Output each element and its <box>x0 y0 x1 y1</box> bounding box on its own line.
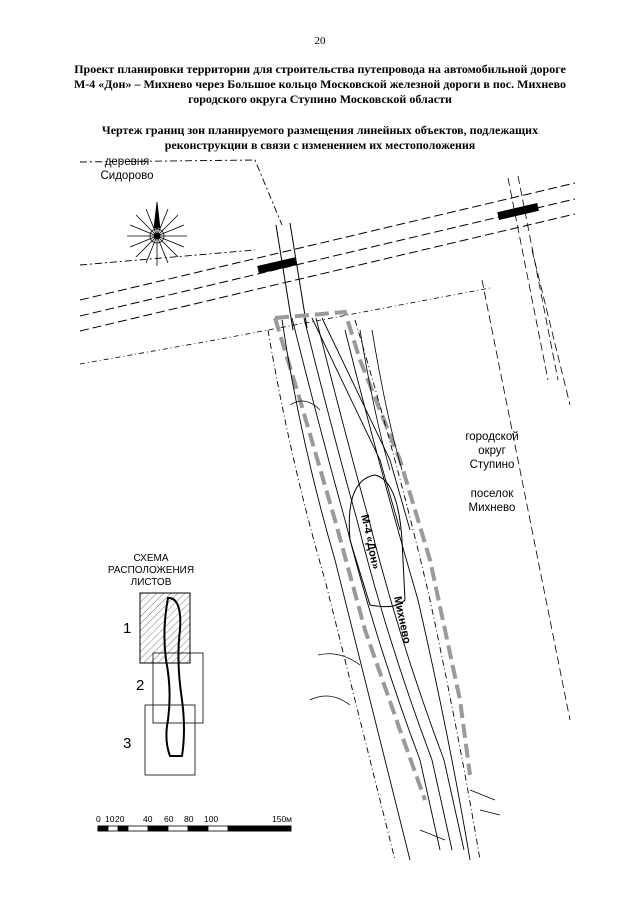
compass-rose-icon <box>127 201 187 266</box>
drawing-title: Чертеж границ зон планируемого размещени… <box>70 123 570 153</box>
title-line: М-4 «Дон» – Михнево через Большое кольцо… <box>73 77 567 91</box>
label-village: деревня Сидорово <box>100 156 154 182</box>
scale-label: 20 <box>115 814 125 824</box>
subtitle-line: Чертеж границ зон планируемого размещени… <box>101 123 539 137</box>
scale-label: 150м <box>272 814 293 824</box>
side-roads <box>289 400 501 841</box>
railway-line <box>79 182 576 365</box>
scale-bar <box>97 825 292 832</box>
scheme-title: СХЕМА РАСПОЛОЖЕНИЯ ЛИСТОВ <box>107 553 195 588</box>
village-boundary <box>79 159 283 266</box>
scale-label: 60 <box>164 814 174 824</box>
title-line: Проект планировки территории для строите… <box>74 62 566 76</box>
railway-branch <box>481 175 571 721</box>
scale-label: 10 <box>105 814 115 824</box>
title-line: городского округа Ступино Московской обл… <box>188 92 452 106</box>
planning-zone-boundary <box>273 309 472 801</box>
sheet-number-2: 2 <box>136 677 145 694</box>
page-number: 20 <box>314 35 326 47</box>
sheet-layout-scheme <box>139 592 204 776</box>
sheet-number-1: 1 <box>123 620 132 637</box>
road-m4-don <box>267 317 481 861</box>
document-title: Проект планировки территории для строите… <box>50 62 590 107</box>
scale-label: 40 <box>143 814 153 824</box>
overpass <box>275 222 308 331</box>
sheet-number-3: 3 <box>123 735 132 752</box>
label-district: городской округ Ступино <box>465 431 519 471</box>
subtitle-line: реконструкции в связи с изменением их ме… <box>164 138 476 152</box>
scale-label: 100 <box>204 814 219 824</box>
label-settlement: поселок Михнево <box>468 488 516 514</box>
scale-label: 0 <box>96 814 101 824</box>
interchange-island <box>348 474 406 608</box>
scale-label: 80 <box>184 814 194 824</box>
